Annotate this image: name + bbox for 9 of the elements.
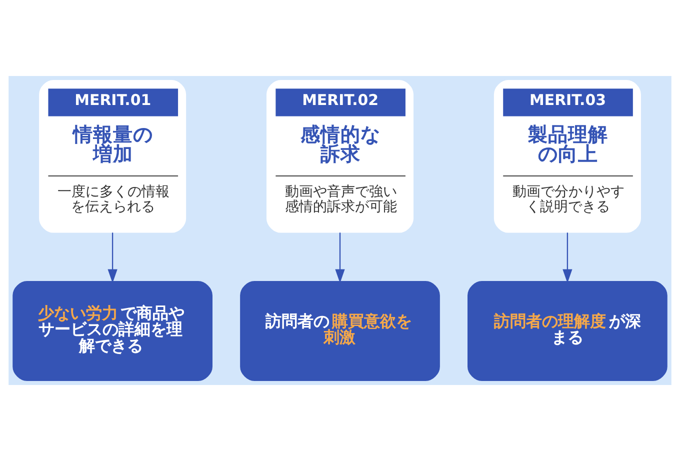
node-box: MERIT.03 製品理解の向上 動画で分かりやすく説明できる xyxy=(494,80,641,232)
node-box: 少ない労力で商品やサービスの詳細を理解できる xyxy=(12,280,212,380)
node-box: MERIT.02 感情的な訴求 動画や音声で強い感情的訴求が可能 xyxy=(266,80,414,232)
arrow xyxy=(335,232,345,283)
node-box: 訪問者の理解度が深まる xyxy=(468,280,668,380)
arrow xyxy=(562,232,572,283)
node-box: 訪問者の購買意欲を刺激 xyxy=(240,280,440,380)
node-box: MERIT.01 情報量の増加 一度に多くの情報を伝えられる xyxy=(39,80,186,232)
arrow xyxy=(108,232,118,283)
